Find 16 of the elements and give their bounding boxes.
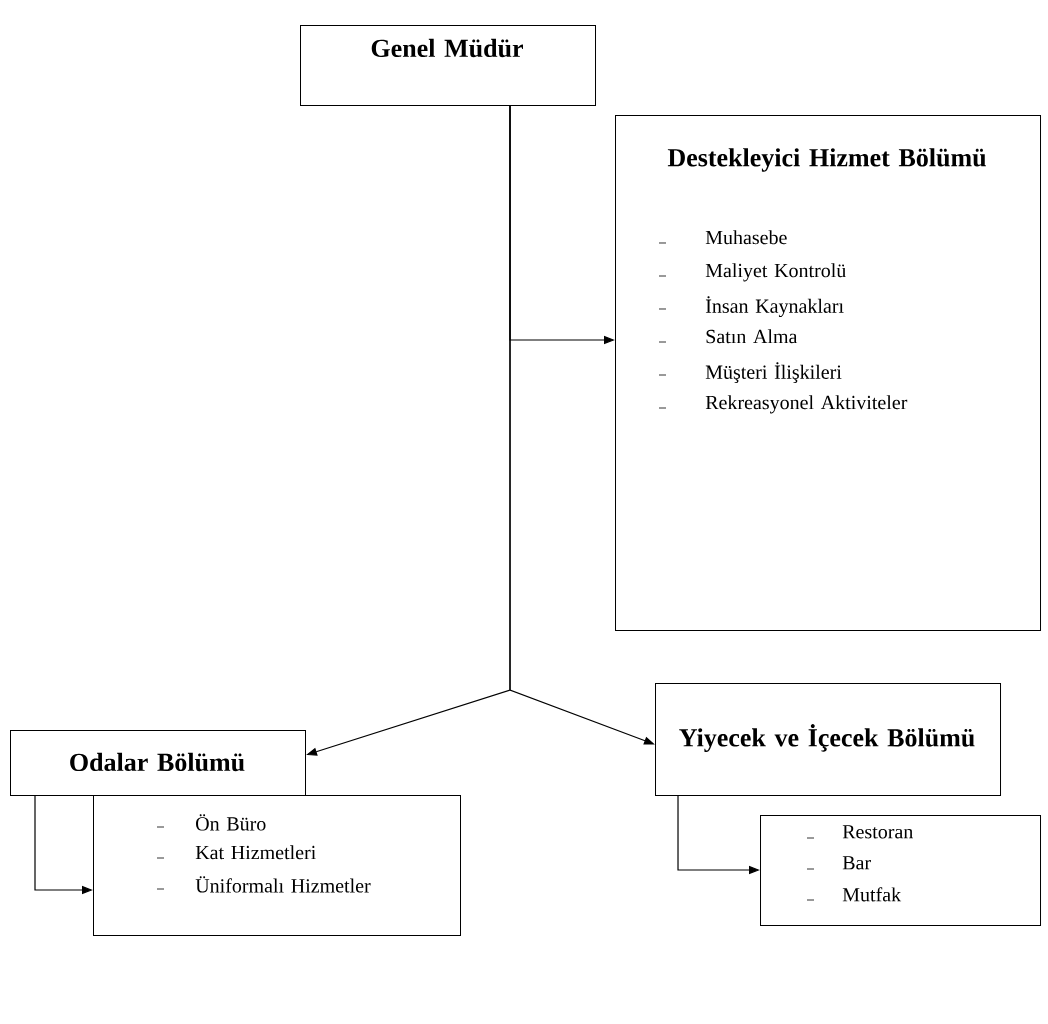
list-item: Ön Büro	[196, 814, 266, 831]
box-heading: Yiyecek ve İçecek Bölümü	[679, 724, 975, 752]
box-heading: Odalar Bölümü	[70, 752, 245, 772]
list-item: Maliyet Kontrolü	[705, 263, 846, 282]
list-item: İnsan Kaynakları	[705, 296, 844, 317]
list-item: Üniformalı Hizmetler	[195, 876, 371, 893]
list-item: Satın Alma	[706, 329, 798, 344]
box-heading: Genel Müdür	[371, 38, 523, 58]
list-item: Restoran	[842, 825, 913, 839]
list-item: Rekreasyonel Aktiviteler	[705, 395, 908, 414]
list-item: Kat Hizmetleri	[195, 845, 316, 860]
list-item: Bar	[842, 856, 871, 870]
list-item: Müşteri İlişkileri	[705, 362, 842, 383]
list-item: Muhasebe	[705, 230, 787, 245]
box-heading: Destekleyici Hizmet Bölümü	[667, 148, 986, 172]
list-item: Mutfak	[842, 887, 902, 902]
